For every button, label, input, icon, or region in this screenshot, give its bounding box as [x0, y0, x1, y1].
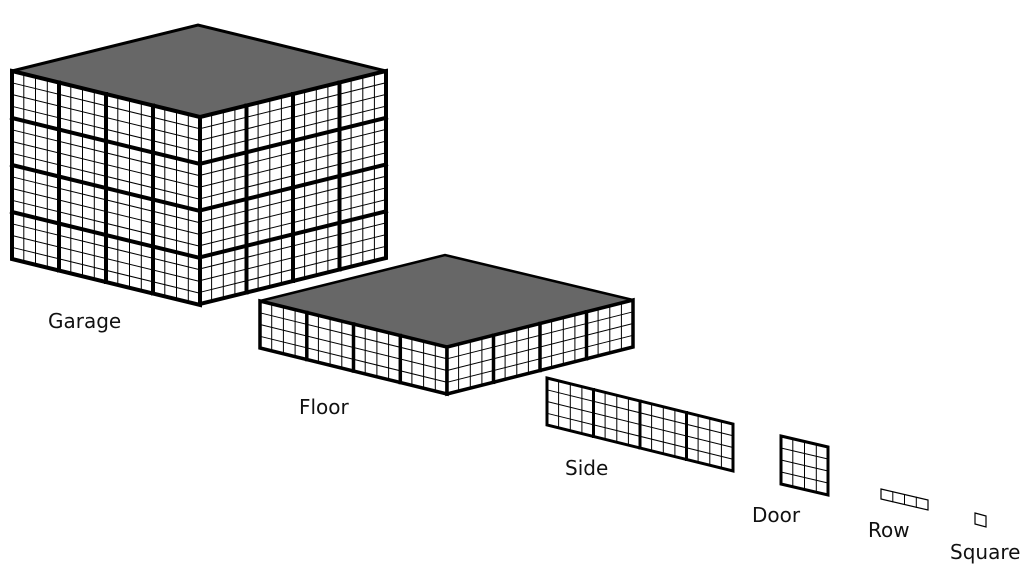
square-face [974, 512, 987, 528]
side-label: Side [565, 456, 609, 480]
garage-right-face-outline [198, 68, 388, 307]
square-face-outline [974, 512, 987, 528]
row-label: Row [868, 518, 910, 542]
side-face [545, 376, 735, 473]
garage-right-face-floor-divider [197, 162, 389, 213]
floor-label: Floor [299, 395, 349, 419]
row-face-outline [880, 488, 929, 511]
side-face-outline [545, 376, 735, 473]
door-grid [779, 434, 830, 497]
door-face-outline [779, 434, 830, 497]
door-label: Door [752, 503, 801, 527]
side-panel [545, 376, 735, 473]
garage-block [9, 23, 389, 308]
floor-right-face [445, 297, 635, 397]
floor-right-face-outline [445, 297, 635, 397]
garage-right-face [197, 68, 389, 307]
floor-block [258, 253, 635, 397]
garage-left-face-floor-divider [9, 162, 203, 214]
door-face-cell-line [780, 471, 829, 484]
row-face [880, 488, 929, 511]
garage-left-face-floor-divider [9, 209, 203, 261]
square-face-fill [975, 513, 986, 527]
door-face-cell-line [780, 459, 829, 472]
door-face-cell-line [780, 447, 829, 460]
garage-left-face-floor-divider [9, 115, 203, 167]
garage-label: Garage [48, 309, 122, 333]
garage-right-face-floor-divider [197, 208, 389, 260]
single-square [974, 512, 987, 528]
garage-left-face [9, 68, 203, 308]
garage-right-face-floor-divider [197, 115, 389, 167]
door-face [779, 434, 830, 497]
row-strip [880, 488, 929, 511]
square-label: Square [950, 540, 1021, 564]
